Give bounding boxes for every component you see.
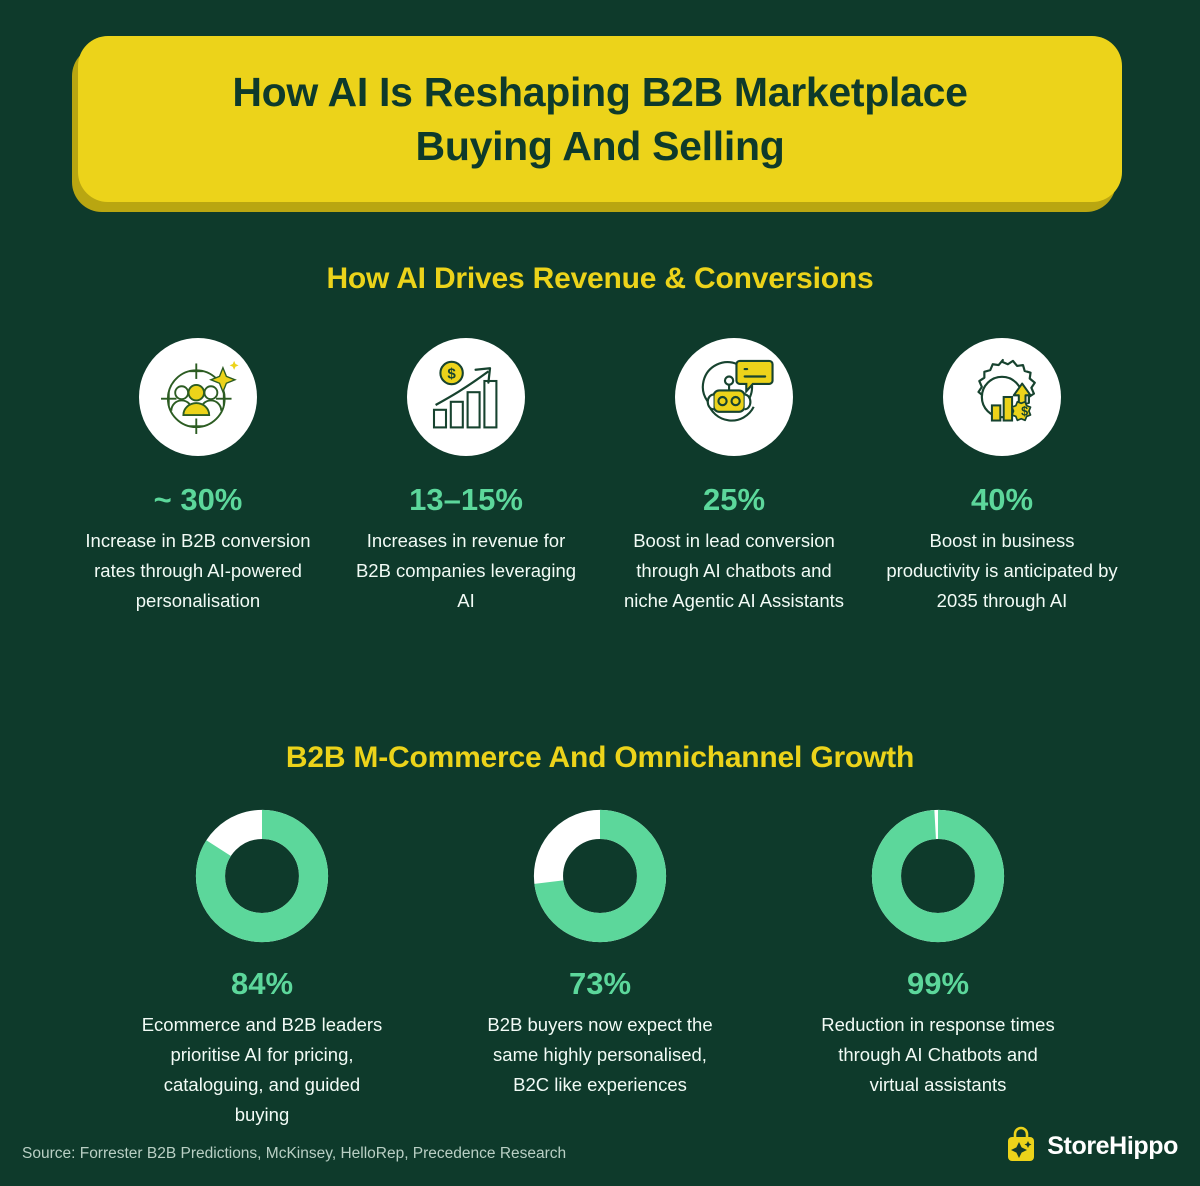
stat-card: $ 40% Boost in business productivity is …	[882, 338, 1122, 616]
stat-description: Reduction in response times through AI C…	[821, 1014, 1055, 1095]
page-title: How AI Is Reshaping B2B Marketplace Buyi…	[232, 68, 968, 169]
stat-description: Increases in revenue for B2B companies l…	[355, 530, 577, 611]
stats-row-revenue: ~ 30% Increase in B2B conversion rates t…	[0, 338, 1200, 616]
stat-value: 25%	[702, 482, 766, 517]
stat-card: 84% Ecommerce and B2B leaders prioritise…	[131, 808, 393, 1130]
stat-card: 25% Boost in lead conversion through AI …	[614, 338, 854, 616]
chatbot-speech-bubble-icon	[675, 338, 793, 456]
title-banner-surface: How AI Is Reshaping B2B Marketplace Buyi…	[78, 36, 1122, 202]
stat-description: Ecommerce and B2B leaders prioritise AI …	[141, 1014, 383, 1125]
stat-value: 73%	[568, 966, 632, 1001]
stats-row-mcommerce: 84% Ecommerce and B2B leaders prioritise…	[0, 808, 1200, 1130]
section-heading-revenue: How AI Drives Revenue & Conversions	[326, 262, 874, 295]
storehippo-logo: StoreHippo	[1004, 1125, 1178, 1168]
donut-chart	[532, 808, 668, 944]
stat-value: 40%	[970, 482, 1034, 517]
gear-productivity-dollar-icon: $	[943, 338, 1061, 456]
svg-text:$: $	[1021, 404, 1028, 418]
logo-text: StoreHippo	[1047, 1132, 1178, 1160]
stat-value: ~ 30%	[153, 482, 243, 517]
stat-description: Increase in B2B conversion rates through…	[85, 530, 311, 611]
title-banner: How AI Is Reshaping B2B Marketplace Buyi…	[72, 36, 1122, 212]
shopping-bag-sparkle-icon	[1004, 1125, 1038, 1168]
stat-card: 73% B2B buyers now expect the same highl…	[469, 808, 731, 1130]
stat-value: 13–15%	[409, 482, 523, 517]
donut-chart	[870, 808, 1006, 944]
stat-card: $ 13–15% Increases in revenue for B2B co…	[346, 338, 586, 616]
stat-description: B2B buyers now expect the same highly pe…	[487, 1014, 713, 1095]
section-heading-mcommerce: B2B M-Commerce And Omnichannel Growth	[285, 741, 915, 774]
stat-value: 84%	[230, 966, 294, 1001]
stat-description: Boost in lead conversion through AI chat…	[623, 530, 845, 611]
revenue-growth-chart-icon: $	[407, 338, 525, 456]
svg-text:$: $	[447, 366, 456, 383]
stat-card: 99% Reduction in response times through …	[807, 808, 1069, 1130]
target-audience-sparkle-icon	[139, 338, 257, 456]
stat-value: 99%	[906, 966, 970, 1001]
donut-chart	[194, 808, 330, 944]
stat-description: Boost in business productivity is antici…	[886, 530, 1118, 611]
stat-card: ~ 30% Increase in B2B conversion rates t…	[78, 338, 318, 616]
source-note: Source: Forrester B2B Predictions, McKin…	[22, 1145, 567, 1162]
